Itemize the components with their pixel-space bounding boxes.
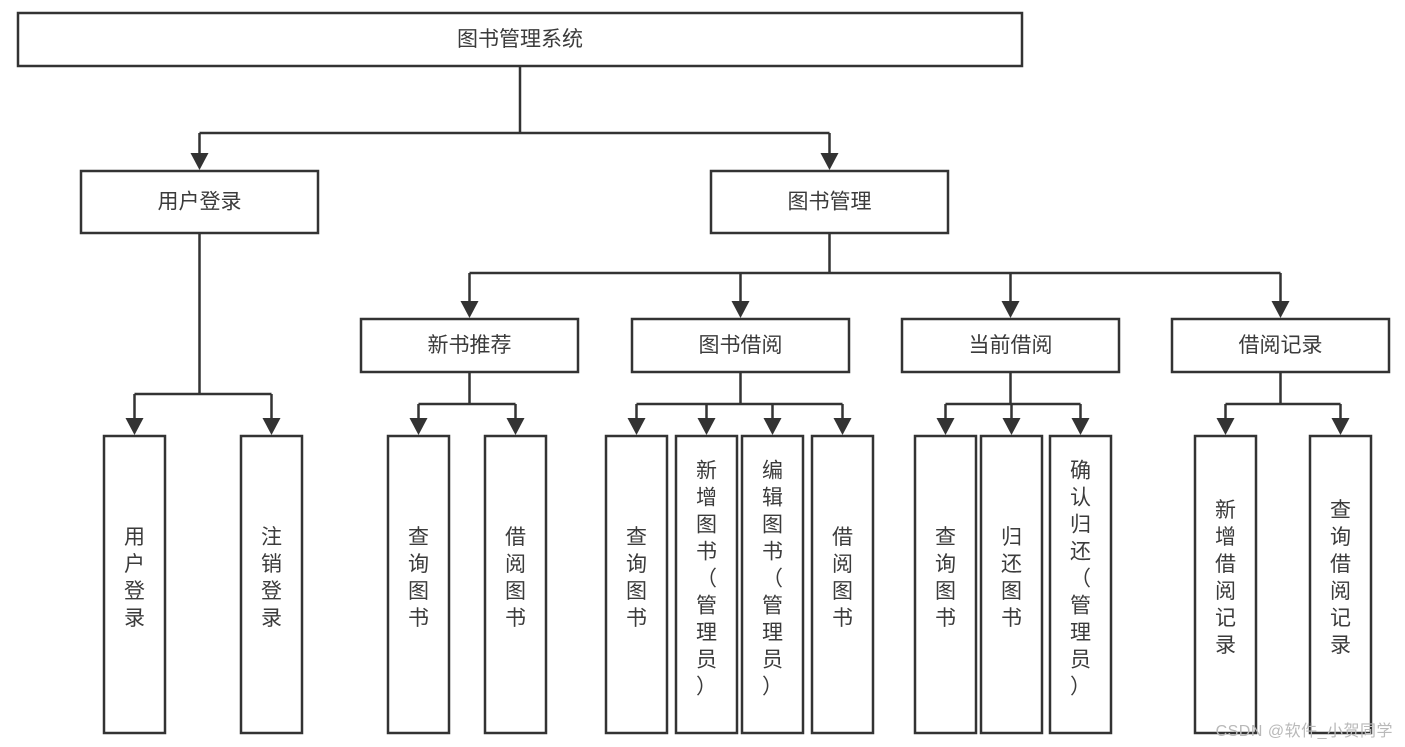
node-box <box>102 434 167 735</box>
node-leaf-borrow-book[interactable]: 借阅图书 <box>810 434 875 735</box>
node-book-management[interactable]: 图书管理 <box>709 169 950 235</box>
node-label: 编辑图书（管理员） <box>762 460 783 699</box>
node-user-login[interactable]: 用户登录 <box>79 169 320 235</box>
node-label: 新增借阅记录 <box>1215 499 1236 657</box>
connector-recommend-to-leaves <box>409 372 525 435</box>
node-label: 借阅图书 <box>832 526 853 630</box>
node-box <box>913 434 978 735</box>
node-leaf-add-borrow-record[interactable]: 新增借阅记录 <box>1193 434 1258 735</box>
node-box <box>239 434 304 735</box>
node-box <box>709 169 950 235</box>
node-leaf-confirm-return-admin[interactable]: 确认归还（管理员） <box>1048 434 1113 735</box>
arrow-head-icon <box>936 418 955 435</box>
arrow-head-icon <box>1071 418 1090 435</box>
arrow-head-icon <box>763 418 782 435</box>
node-leaf-user-login[interactable]: 用户登录 <box>102 434 167 735</box>
arrow-head-icon <box>190 153 209 170</box>
node-box <box>359 317 580 374</box>
node-box <box>1170 317 1391 374</box>
node-label: 借阅图书 <box>505 526 526 630</box>
node-label: 新书推荐 <box>428 334 512 357</box>
node-box <box>740 434 805 735</box>
node-leaf-query-book-recommend[interactable]: 查询图书 <box>386 434 451 735</box>
arrow-head-icon <box>1216 418 1235 435</box>
arrow-head-icon <box>731 301 750 318</box>
node-leaf-return-book[interactable]: 归还图书 <box>979 434 1044 735</box>
node-label: 图书管理 <box>788 191 872 214</box>
node-root[interactable]: 图书管理系统 <box>16 11 1024 68</box>
arrow-head-icon <box>833 418 852 435</box>
connector-borrow-to-leaves <box>627 372 852 435</box>
node-leaf-user-logout[interactable]: 注销登录 <box>239 434 304 735</box>
node-box <box>630 317 851 374</box>
node-label: 借阅记录 <box>1239 334 1323 357</box>
arrow-head-icon <box>125 418 144 435</box>
node-label: 用户登录 <box>124 526 145 630</box>
node-leaf-query-book-current[interactable]: 查询图书 <box>913 434 978 735</box>
node-borrow-record[interactable]: 借阅记录 <box>1170 317 1391 374</box>
node-label: 查询图书 <box>626 526 647 630</box>
connector-root-to-level1 <box>190 66 839 170</box>
node-label: 确认归还（管理员） <box>1070 460 1091 699</box>
arrow-head-icon <box>506 418 525 435</box>
node-box <box>79 169 320 235</box>
node-label: 注销登录 <box>261 526 282 630</box>
node-book-borrow[interactable]: 图书借阅 <box>630 317 851 374</box>
node-new-book-recommend[interactable]: 新书推荐 <box>359 317 580 374</box>
node-box <box>810 434 875 735</box>
arrow-head-icon <box>1331 418 1350 435</box>
node-box <box>1048 434 1113 735</box>
arrow-head-icon <box>1001 301 1020 318</box>
node-layer: 图书管理系统用户登录图书管理新书推荐图书借阅当前借阅借阅记录用户登录注销登录查询… <box>16 11 1391 735</box>
node-current-borrow[interactable]: 当前借阅 <box>900 317 1121 374</box>
node-label: 查询图书 <box>935 526 956 630</box>
node-leaf-query-book-borrow[interactable]: 查询图书 <box>604 434 669 735</box>
arrow-head-icon <box>697 418 716 435</box>
connector-record-to-leaves <box>1216 372 1350 435</box>
node-leaf-borrow-book-recommend[interactable]: 借阅图书 <box>483 434 548 735</box>
node-label: 当前借阅 <box>969 334 1053 357</box>
arrow-head-icon <box>820 153 839 170</box>
csdn-watermark: CSDN @软件_小贺同学 <box>1215 723 1393 740</box>
arrow-head-icon <box>1271 301 1290 318</box>
connector-userlogin-to-leaves <box>125 233 281 435</box>
node-leaf-add-book-admin[interactable]: 新增图书（管理员） <box>674 434 739 735</box>
arrow-head-icon <box>1002 418 1021 435</box>
node-box <box>386 434 451 735</box>
node-label: 新增图书（管理员） <box>696 460 717 699</box>
arrow-head-icon <box>409 418 428 435</box>
node-label: 查询借阅记录 <box>1330 499 1351 657</box>
node-label: 用户登录 <box>158 191 242 214</box>
node-box <box>483 434 548 735</box>
node-leaf-query-borrow-record[interactable]: 查询借阅记录 <box>1308 434 1373 735</box>
connector-layer <box>125 66 1350 435</box>
node-leaf-edit-book-admin[interactable]: 编辑图书（管理员） <box>740 434 805 735</box>
node-box <box>900 317 1121 374</box>
node-label: 图书借阅 <box>699 334 783 357</box>
node-label: 图书管理系统 <box>457 28 583 51</box>
connector-current-to-leaves <box>936 372 1090 435</box>
connector-bookmgmt-to-level2 <box>460 233 1290 318</box>
node-label: 归还图书 <box>1001 526 1022 630</box>
arrow-head-icon <box>627 418 646 435</box>
node-label: 查询图书 <box>408 526 429 630</box>
node-box <box>16 11 1024 68</box>
node-box <box>979 434 1044 735</box>
arrow-head-icon <box>262 418 281 435</box>
node-box <box>1193 434 1258 735</box>
node-box <box>674 434 739 735</box>
arrow-head-icon <box>460 301 479 318</box>
node-box <box>1308 434 1373 735</box>
node-box <box>604 434 669 735</box>
